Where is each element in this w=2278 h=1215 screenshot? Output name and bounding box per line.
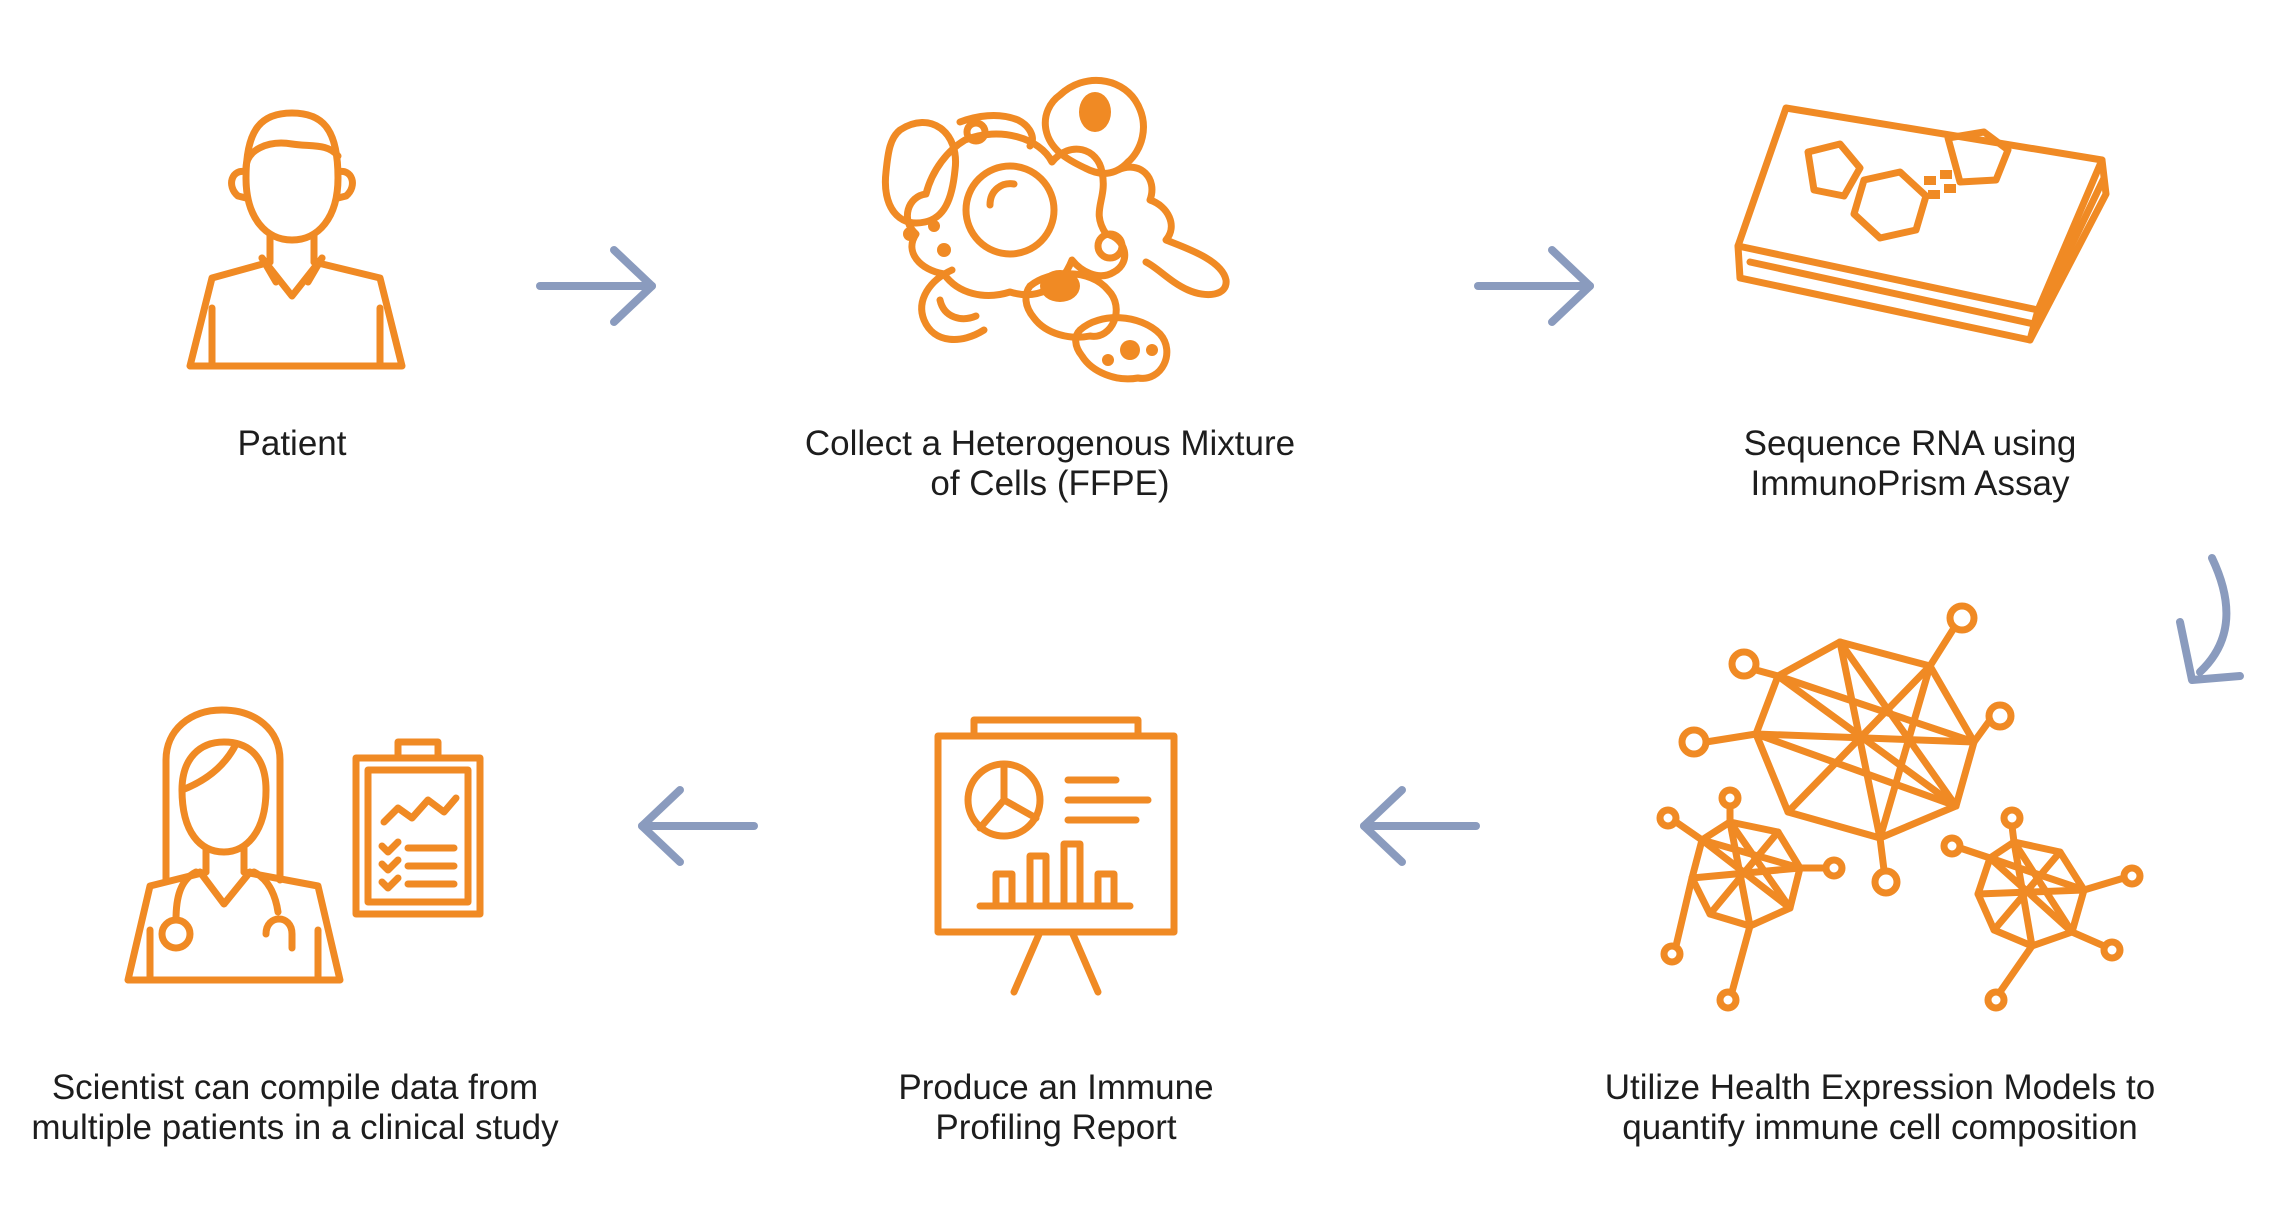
- scientist-icon: [124, 706, 484, 984]
- step-label-scientist: Scientist can compile data from multiple…: [10, 1068, 580, 1148]
- cell-mixture-icon: [881, 76, 1230, 383]
- arrow-left-4: [638, 786, 758, 866]
- arrow-right-2: [1474, 246, 1594, 326]
- assay-chip-icon: [1734, 104, 2110, 344]
- step-label-line: Profiling Report: [935, 1108, 1177, 1147]
- step-label-health-models: Utilize Health Expression Models to quan…: [1590, 1068, 2170, 1148]
- step-label-line: multiple patients in a clinical study: [31, 1108, 559, 1147]
- step-label-line: ImmunoPrism Assay: [1750, 464, 2070, 503]
- step-label-line: of Cells (FFPE): [930, 464, 1170, 503]
- step-label-line: quantify immune cell composition: [1622, 1108, 2138, 1147]
- step-label-line: Utilize Health Expression Models to: [1604, 1068, 2156, 1107]
- arrow-curve-down: [2176, 554, 2244, 684]
- step-label-immune-report: Produce an Immune Profiling Report: [856, 1068, 1256, 1148]
- presentation-report-icon: [934, 716, 1178, 996]
- arrow-left-3: [1360, 786, 1480, 866]
- step-label-patient: Patient: [192, 424, 392, 464]
- step-label-line: Sequence RNA using: [1743, 424, 2077, 463]
- step-label-line: Collect a Heterogenous Mixture: [804, 424, 1296, 463]
- step-label-line: Scientist can compile data from: [51, 1068, 539, 1107]
- patient-icon: [186, 109, 406, 370]
- step-label-line: Patient: [237, 424, 347, 463]
- network-model-icon: [1656, 602, 2144, 1012]
- step-label-collect-cells: Collect a Heterogenous Mixture of Cells …: [790, 424, 1310, 504]
- arrow-right-1: [536, 246, 656, 326]
- step-label-sequence-rna: Sequence RNA using ImmunoPrism Assay: [1700, 424, 2120, 504]
- step-label-line: Produce an Immune: [898, 1068, 1214, 1107]
